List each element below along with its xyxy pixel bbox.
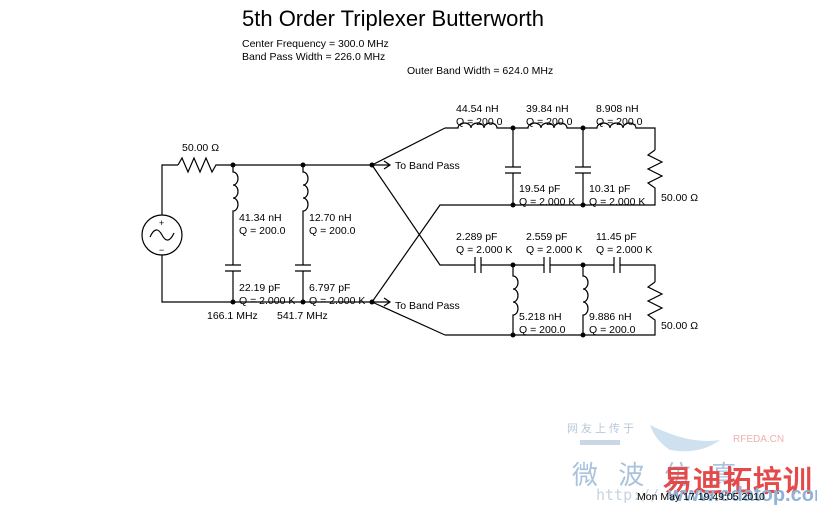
arrow-right-icon xyxy=(372,160,392,170)
capacitor-icon xyxy=(505,128,521,205)
node-dot xyxy=(510,262,516,268)
watermark-url-left: http:// xyxy=(596,486,660,504)
inductor-icon xyxy=(232,165,239,265)
node-dot xyxy=(580,125,586,131)
port-upper-label: To Band Pass xyxy=(395,160,460,172)
series-resistor: 50.00 Ω xyxy=(177,142,233,174)
lower-c3-value: 11.45 pF xyxy=(596,231,637,243)
wire-source-top xyxy=(161,164,178,215)
ac-source-icon xyxy=(141,214,183,256)
watermark-upload-text: 网友上传于 xyxy=(567,423,637,435)
watermark-cn-left: 微 波 仿 真 xyxy=(572,461,743,491)
branch1-inductor: 41.34 nH xyxy=(239,212,282,224)
lower-filter: 2.289 pF Q = 2.000 K 2.559 pF Q = 2.000 … xyxy=(445,231,698,338)
upper-filter: 44.54 nH Q = 200.0 39.84 nH Q = 200.0 8.… xyxy=(445,103,698,208)
node-dot xyxy=(230,162,236,168)
node-dot xyxy=(230,299,236,305)
series-resistor-value: 50.00 Ω xyxy=(182,142,219,154)
node-dot xyxy=(300,162,306,168)
source-minus: − xyxy=(159,245,164,255)
node-dot xyxy=(300,299,306,305)
node-dot xyxy=(510,332,516,338)
branch2-inductor-q: Q = 200.0 xyxy=(309,225,356,237)
lower-l2-q: Q = 200.0 xyxy=(589,324,636,336)
branch1-inductor-q: Q = 200.0 xyxy=(239,225,286,237)
capacitor-icon xyxy=(295,264,311,302)
watermark-bar xyxy=(580,440,620,445)
capacitor-icon xyxy=(513,257,583,273)
capacitor-icon xyxy=(583,257,656,282)
inductor-icon xyxy=(582,265,589,335)
upper-l3-value: 8.908 nH xyxy=(596,103,639,115)
inductor-icon xyxy=(512,265,519,335)
wire-to-upper-top xyxy=(371,127,446,166)
sine-wave-icon xyxy=(149,229,175,241)
upper-l1-q: Q = 200.0 xyxy=(456,116,503,128)
branch1-capacitor: 22.19 pF xyxy=(239,282,280,294)
inductor-icon xyxy=(583,122,656,150)
shunt-branch-1: 41.34 nH Q = 200.0 22.19 pF Q = 2.000 K … xyxy=(207,165,295,322)
upper-l1-value: 44.54 nH xyxy=(456,103,499,115)
upper-c1-value: 19.54 pF xyxy=(519,183,560,195)
lower-c3-q: Q = 2.000 K xyxy=(596,244,652,256)
branch1-resonance: 166.1 MHz xyxy=(207,310,258,322)
node-dot xyxy=(510,125,516,131)
arrow-right-icon xyxy=(372,297,392,307)
upper-load-value: 50.00 Ω xyxy=(661,192,698,204)
wire-to-upper-bottom xyxy=(371,204,445,303)
lower-l1-value: 5.218 nH xyxy=(519,311,562,323)
outer-band-width: Outer Band Width = 624.0 MHz xyxy=(407,65,554,77)
branch1-capacitor-q: Q = 2.000 K xyxy=(239,295,295,307)
lower-c2-value: 2.559 pF xyxy=(526,231,567,243)
branch2-capacitor: 6.797 pF xyxy=(309,282,350,294)
load-resistor-icon xyxy=(445,281,664,336)
lower-c2-q: Q = 2.000 K xyxy=(526,244,582,256)
wire-to-lower-bottom xyxy=(371,301,446,336)
center-frequency: Center Frequency = 300.0 MHz xyxy=(242,38,389,50)
source-plus: + xyxy=(159,218,164,228)
band-pass-width: Band Pass Width = 226.0 MHz xyxy=(242,51,386,63)
capacitor-icon xyxy=(575,128,591,205)
capacitor-icon xyxy=(445,257,513,273)
lower-c1-value: 2.289 pF xyxy=(456,231,497,243)
node-dot xyxy=(580,202,586,208)
upper-l2-value: 39.84 nH xyxy=(526,103,569,115)
branch2-inductor: 12.70 nH xyxy=(309,212,352,224)
port-lower-label: To Band Pass xyxy=(395,300,460,312)
lower-load-value: 50.00 Ω xyxy=(661,320,698,332)
timestamp: Mon May 17 19:49:05 2010 xyxy=(637,491,765,503)
lower-l2-value: 9.886 nH xyxy=(589,311,632,323)
upper-c1-q: Q = 2.000 K xyxy=(519,196,575,208)
lower-l1-q: Q = 200.0 xyxy=(519,324,566,336)
port-lower: To Band Pass xyxy=(372,297,460,312)
port-upper: To Band Pass xyxy=(372,160,460,172)
upper-l3-q: Q = 200.0 xyxy=(596,116,643,128)
wire-to-lower-top xyxy=(371,164,445,266)
upper-c2-value: 10.31 pF xyxy=(589,183,630,195)
lower-c1-q: Q = 2.000 K xyxy=(456,244,512,256)
upper-c2-q: Q = 2.000 K xyxy=(589,196,645,208)
upper-l2-q: Q = 200.0 xyxy=(526,116,573,128)
node-dot xyxy=(510,202,516,208)
schematic-title: 5th Order Triplexer Butterworth xyxy=(242,6,545,31)
inductor-icon xyxy=(513,122,583,129)
resistor-icon xyxy=(177,156,233,174)
watermark-brand: RFEDA.CN xyxy=(733,434,785,445)
watermark-url-right: www.edatop.com xyxy=(668,484,817,506)
node-dot xyxy=(580,262,586,268)
watermark-cn-right: 易迪拓培训 xyxy=(663,466,814,498)
capacitor-icon xyxy=(225,264,241,302)
source-loop: + − xyxy=(141,164,233,303)
inductor-icon xyxy=(445,122,513,129)
node-dot xyxy=(580,332,586,338)
shunt-branch-2: 12.70 nH Q = 200.0 6.797 pF Q = 2.000 K … xyxy=(277,165,365,322)
load-resistor-icon xyxy=(445,149,664,206)
inductor-icon xyxy=(302,165,309,265)
wire-source-bottom xyxy=(161,255,233,303)
branch2-capacitor-q: Q = 2.000 K xyxy=(309,295,365,307)
branch2-resonance: 541.7 MHz xyxy=(277,310,328,322)
